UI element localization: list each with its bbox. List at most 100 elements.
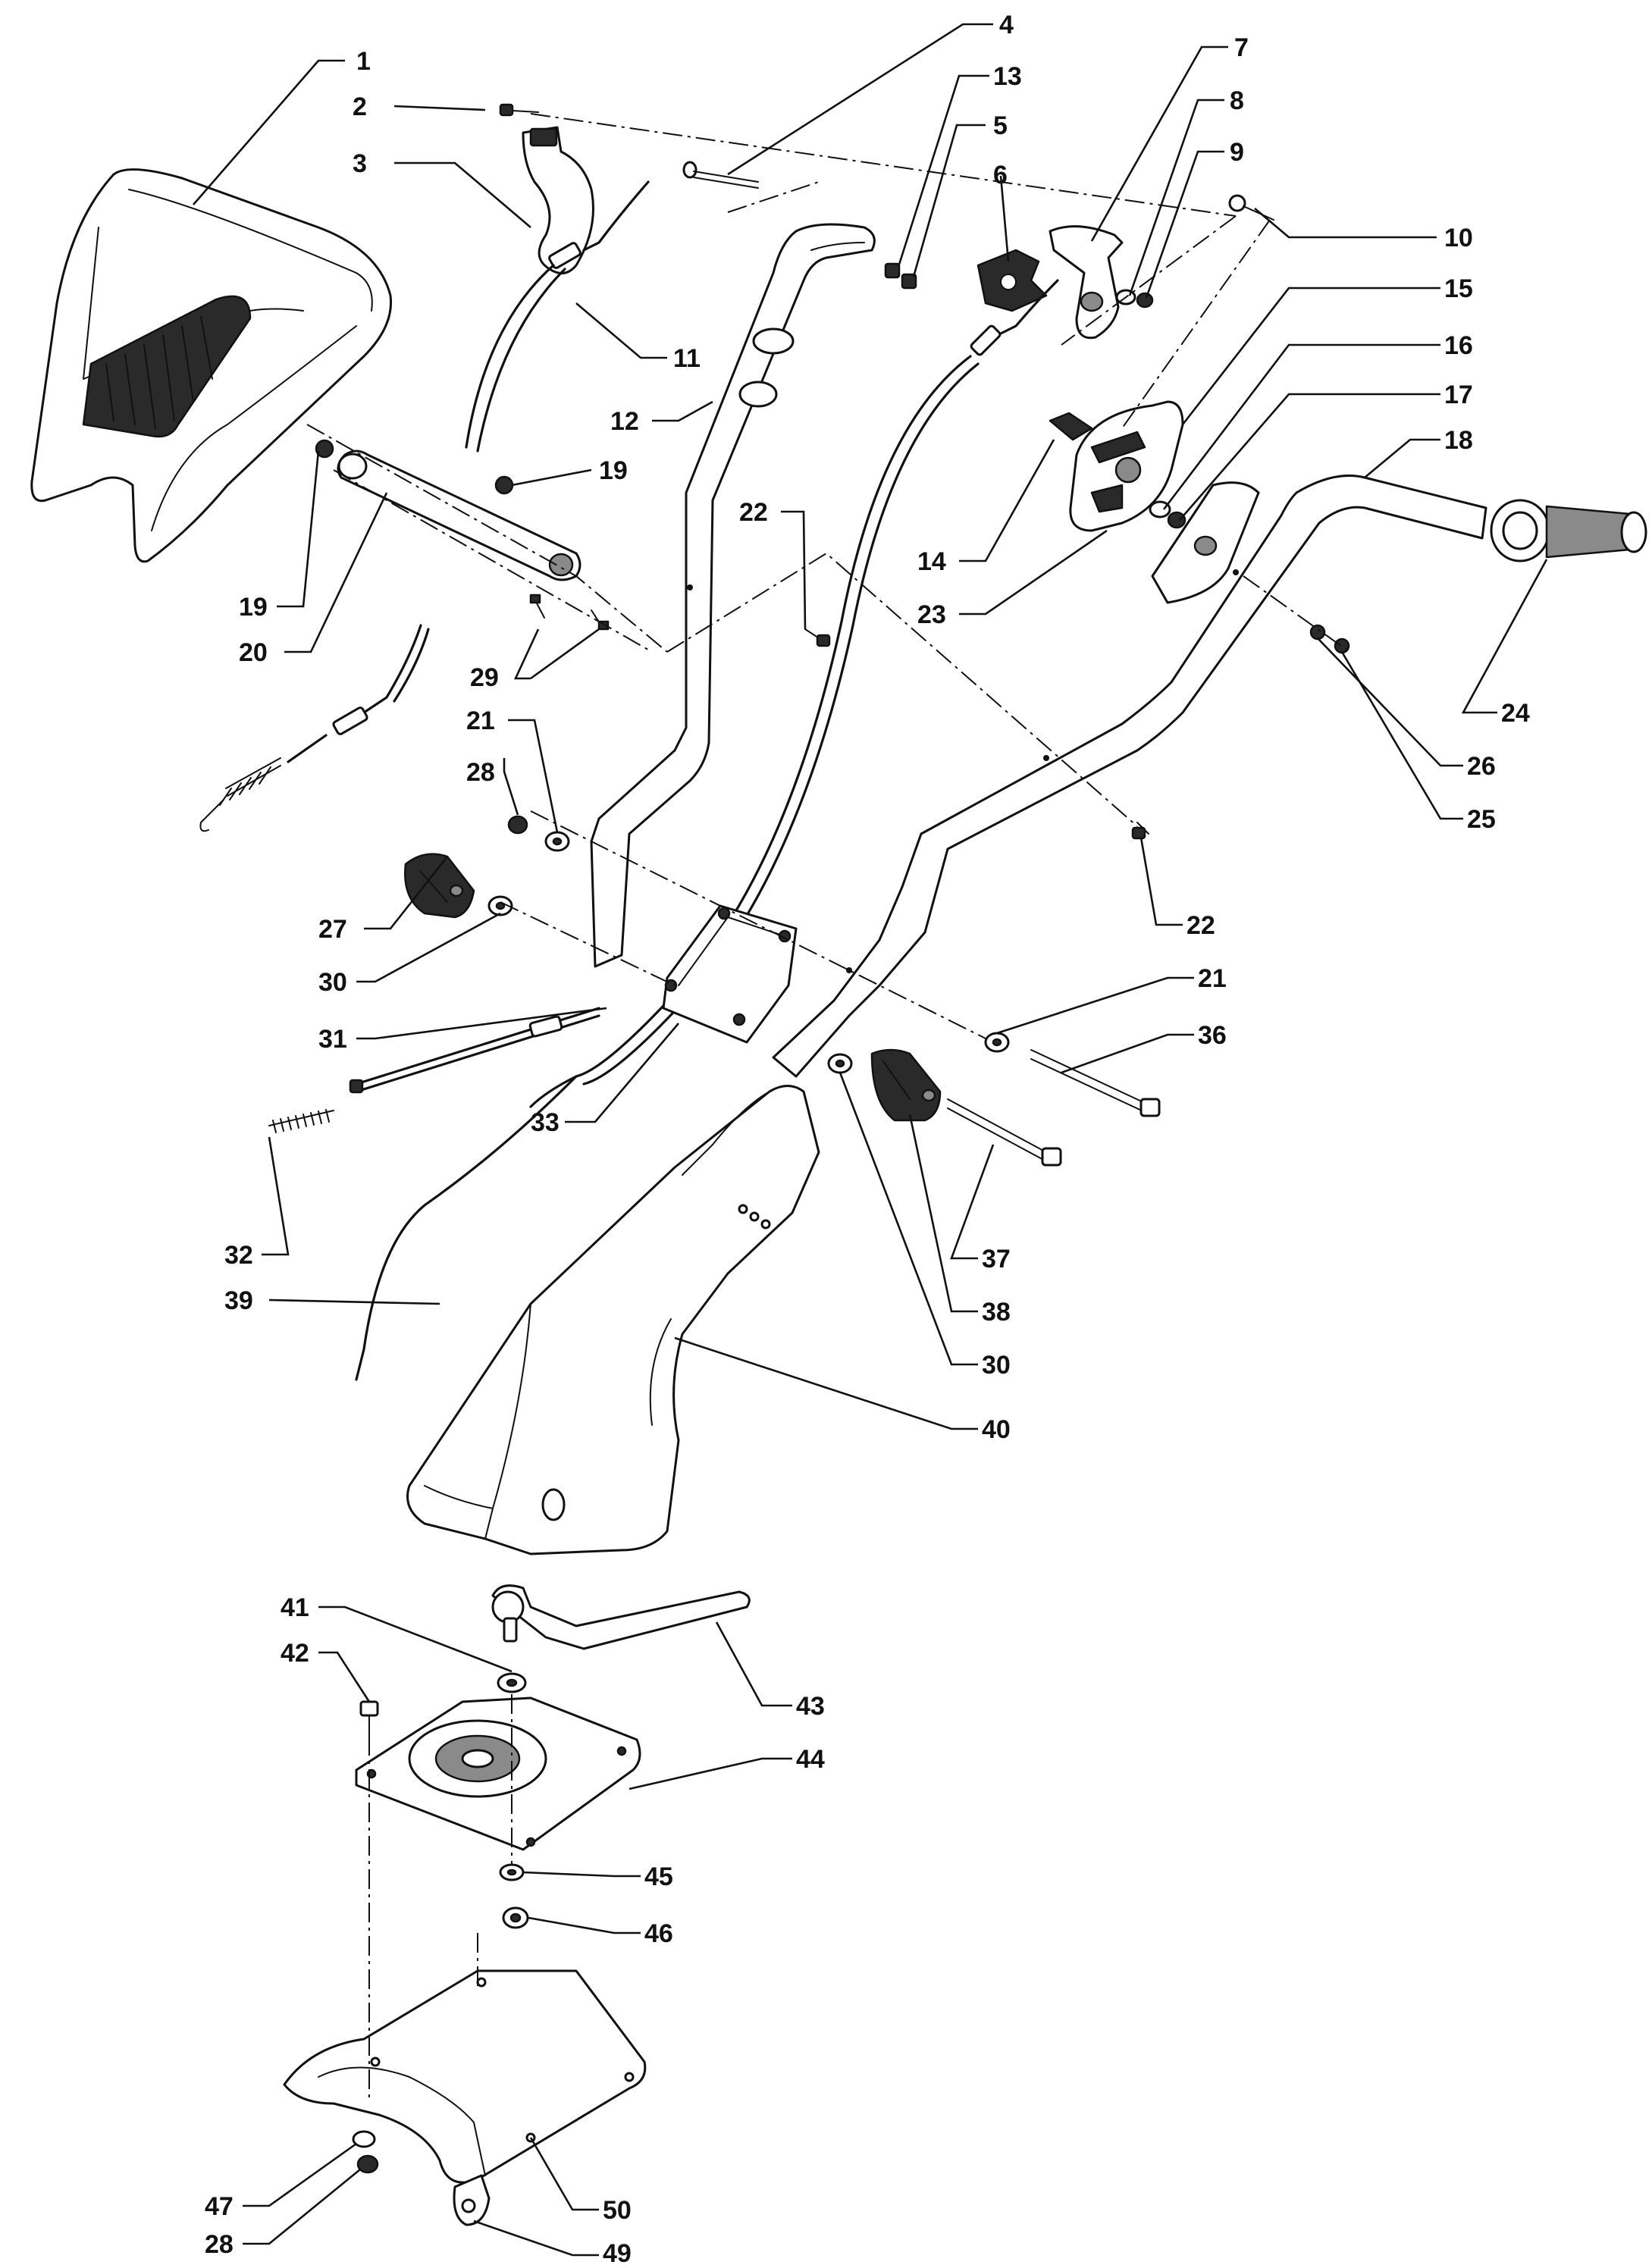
callout-5: 5 <box>993 111 1008 140</box>
part-33-bracket <box>662 904 798 1044</box>
part-30-washer-lower <box>827 1053 853 1074</box>
callout-38: 38 <box>982 1298 1011 1327</box>
part-13-nut <box>884 262 901 279</box>
part-43-rod <box>491 1584 751 1650</box>
callout-2: 2 <box>353 92 367 121</box>
part-12-left-handle <box>590 223 876 968</box>
callout-50: 50 <box>603 2196 632 2225</box>
callout-49: 49 <box>603 2239 632 2268</box>
part-2-screw <box>499 103 539 117</box>
callout-1: 1 <box>356 47 371 76</box>
part-9-nut <box>1136 292 1154 309</box>
callout-22-lower: 22 <box>1186 911 1215 940</box>
callout-16: 16 <box>1444 331 1473 360</box>
callout-36: 36 <box>1198 1021 1227 1050</box>
part-46-nut <box>502 1906 529 1929</box>
part-32-spring <box>268 1109 334 1133</box>
part-11-cable <box>465 180 650 453</box>
assembly-axis-lines <box>306 113 1350 2100</box>
parts-drawing <box>30 103 1647 2226</box>
callout-30-lower: 30 <box>982 1351 1011 1380</box>
part-37-bolt <box>947 1098 1062 1167</box>
callout-26: 26 <box>1467 752 1496 781</box>
callout-21-upper: 21 <box>466 706 495 735</box>
part-20-cross-tube <box>337 450 581 581</box>
part-3-bracket <box>522 126 594 274</box>
part-17-nut <box>1167 511 1186 529</box>
callout-43: 43 <box>796 1692 825 1721</box>
part-10-pin <box>1228 194 1274 221</box>
part-49-clip <box>453 2174 491 2226</box>
part-38-knob <box>870 1048 942 1122</box>
callout-31: 31 <box>318 1025 347 1054</box>
part-45-washer <box>499 1863 525 1881</box>
callout-labels: 1 2 3 4 13 5 6 7 8 9 10 15 16 17 18 11 1… <box>205 11 1530 2268</box>
part-26-washer <box>1309 624 1326 641</box>
callout-19-right: 19 <box>599 456 628 485</box>
part-21-washer-lower <box>984 1032 1010 1053</box>
callout-37: 37 <box>982 1245 1011 1273</box>
part-21-washer-upper <box>544 831 570 852</box>
part-15-control-panel <box>1069 400 1184 532</box>
part-4-pin <box>682 161 759 189</box>
callout-46: 46 <box>644 1919 673 1948</box>
callout-17: 17 <box>1444 381 1473 409</box>
callout-41: 41 <box>281 1593 309 1622</box>
callout-21-lower: 21 <box>1198 964 1227 993</box>
callout-10: 10 <box>1444 224 1473 252</box>
part-14-lever <box>1049 412 1093 441</box>
part-42-screw <box>359 1700 379 1737</box>
part-19-plug-right <box>494 475 514 495</box>
part-47-washer <box>352 2130 376 2148</box>
callout-40: 40 <box>982 1415 1011 1444</box>
callout-6: 6 <box>993 161 1008 190</box>
part-29-screws <box>529 594 610 631</box>
part-19-plug-left <box>315 439 334 459</box>
callout-28-lower: 28 <box>205 2230 234 2259</box>
part-16-washer <box>1149 500 1171 518</box>
callout-3: 3 <box>353 149 367 178</box>
part-1-hood <box>30 168 393 563</box>
callout-45: 45 <box>644 1862 673 1891</box>
part-5-nut <box>901 273 917 290</box>
callout-44: 44 <box>796 1745 825 1774</box>
callout-14: 14 <box>917 547 946 576</box>
callout-24: 24 <box>1501 699 1530 728</box>
part-28-nut-lower <box>356 2154 379 2174</box>
callout-33: 33 <box>531 1108 560 1137</box>
callout-20: 20 <box>239 638 268 667</box>
part-36-bolt <box>1030 1049 1161 1117</box>
callout-47: 47 <box>205 2192 234 2221</box>
callout-25: 25 <box>1467 805 1496 834</box>
part-22-screw-lower <box>1131 822 1149 840</box>
callout-9: 9 <box>1230 138 1244 167</box>
callout-13: 13 <box>993 62 1022 91</box>
callout-39: 39 <box>224 1286 253 1315</box>
part-24-grip <box>1490 499 1647 562</box>
callout-23: 23 <box>917 600 946 629</box>
part-41-washer <box>497 1672 527 1693</box>
part-40-chute <box>406 1085 820 1555</box>
callout-4: 4 <box>999 11 1014 39</box>
callout-29: 29 <box>470 663 499 692</box>
callout-11: 11 <box>673 344 701 373</box>
callout-30-upper: 30 <box>318 968 347 997</box>
callout-12: 12 <box>610 407 639 436</box>
lower-left-cable <box>199 624 430 832</box>
callout-18: 18 <box>1444 426 1473 455</box>
callout-28-upper: 28 <box>466 758 495 787</box>
part-23-lever-cover <box>1151 481 1260 604</box>
part-18-right-handle <box>772 475 1487 1078</box>
part-27-knob <box>404 853 475 919</box>
part-6-clip <box>976 249 1048 312</box>
callout-leaders <box>193 23 1548 2257</box>
part-31-cable <box>349 1007 600 1094</box>
callout-22-upper: 22 <box>739 498 768 527</box>
part-7-lever <box>1049 225 1124 340</box>
callout-32: 32 <box>224 1241 253 1270</box>
callout-8: 8 <box>1230 86 1244 115</box>
part-50-deflector <box>283 1969 647 2184</box>
callout-15: 15 <box>1444 274 1473 303</box>
part-39-main-cable <box>355 279 1059 1381</box>
